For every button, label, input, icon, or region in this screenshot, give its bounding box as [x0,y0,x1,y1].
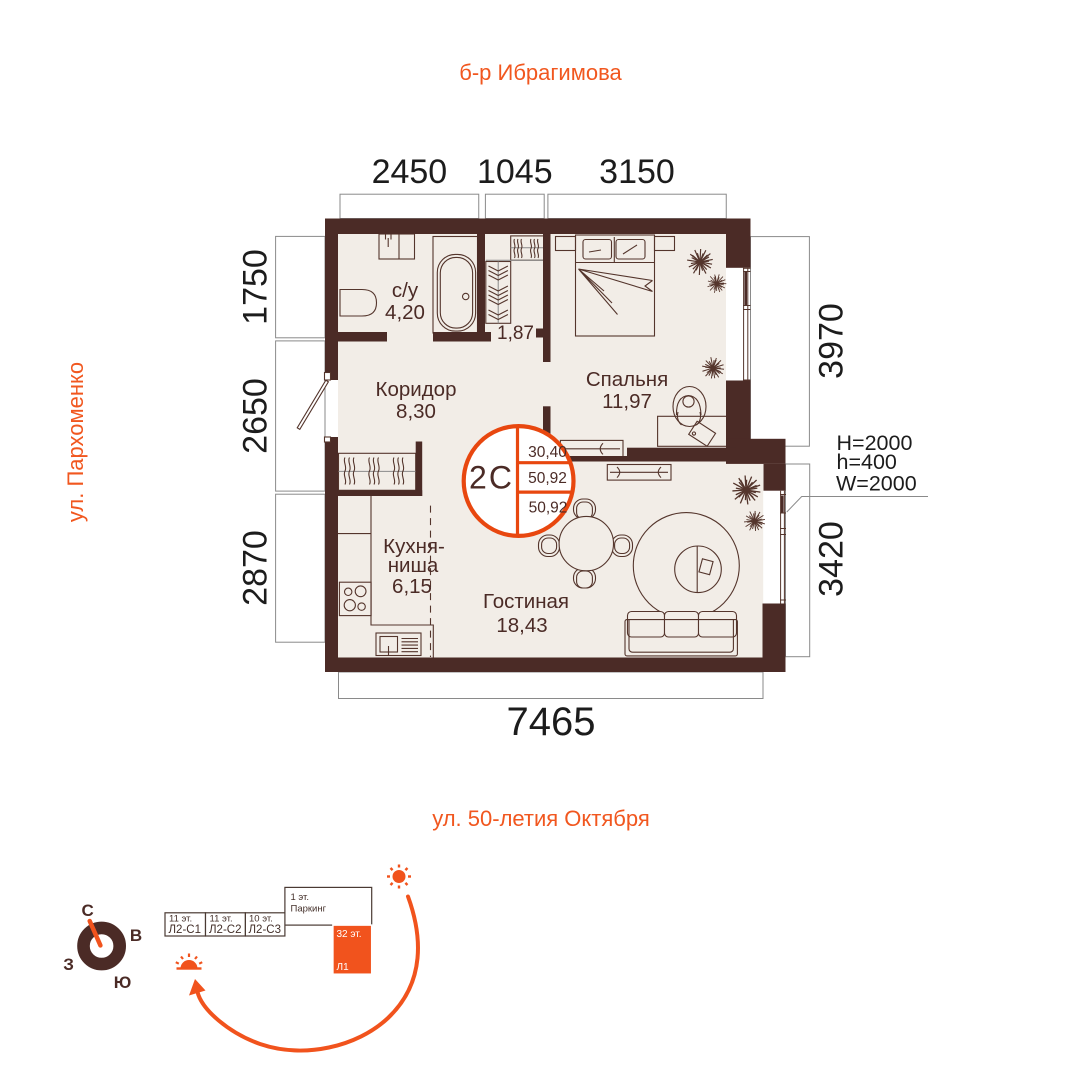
svg-text:Л2-С1: Л2-С1 [169,924,201,936]
svg-text:2С: 2С [469,460,514,496]
svg-text:11,97: 11,97 [602,390,652,413]
svg-text:1,87: 1,87 [497,323,534,344]
svg-text:50,92: 50,92 [528,470,567,487]
svg-text:З: З [63,955,74,974]
svg-text:с/у: с/у [392,279,419,302]
svg-text:30,40: 30,40 [528,444,567,461]
svg-text:2870: 2870 [237,530,275,606]
svg-text:Коридор: Коридор [376,378,457,401]
svg-text:32 эт.: 32 эт. [337,929,362,940]
svg-text:h=400: h=400 [837,450,897,474]
svg-text:В: В [130,926,142,945]
svg-text:б-р Ибрагимова: б-р Ибрагимова [459,60,622,85]
svg-text:7465: 7465 [507,700,596,744]
svg-text:Кухня-: Кухня- [383,535,445,558]
svg-text:8,30: 8,30 [396,400,436,423]
svg-text:Спальня: Спальня [586,368,668,391]
svg-text:18,43: 18,43 [496,614,547,637]
svg-text:H=2000: H=2000 [837,431,913,455]
svg-text:1045: 1045 [477,153,553,191]
svg-text:1750: 1750 [237,249,275,325]
svg-text:ниша: ниша [388,554,439,577]
svg-text:2450: 2450 [372,153,448,191]
svg-text:3150: 3150 [599,153,675,191]
svg-text:С: С [81,901,93,920]
svg-text:6,15: 6,15 [392,575,432,598]
svg-text:Л2-С3: Л2-С3 [249,924,281,936]
svg-text:Паркинг: Паркинг [291,904,327,915]
svg-text:W=2000: W=2000 [836,472,917,496]
svg-text:11 эт.: 11 эт. [169,914,192,925]
svg-text:1 эт.: 1 эт. [291,892,310,903]
svg-text:10 эт.: 10 эт. [249,914,273,925]
svg-text:Л1: Л1 [337,962,350,973]
svg-text:ул. Пархоменко: ул. Пархоменко [63,362,88,522]
svg-text:Ю: Ю [114,973,132,992]
svg-text:50,92: 50,92 [529,500,568,517]
svg-text:2650: 2650 [237,378,275,454]
svg-text:3970: 3970 [813,303,851,379]
svg-text:3420: 3420 [813,521,851,597]
svg-text:Л2-С2: Л2-С2 [209,924,241,936]
svg-text:Гостиная: Гостиная [483,590,569,613]
svg-text:ул. 50-летия Октября: ул. 50-летия Октября [432,806,650,831]
svg-text:4,20: 4,20 [385,301,425,324]
svg-text:11 эт.: 11 эт. [210,914,233,925]
